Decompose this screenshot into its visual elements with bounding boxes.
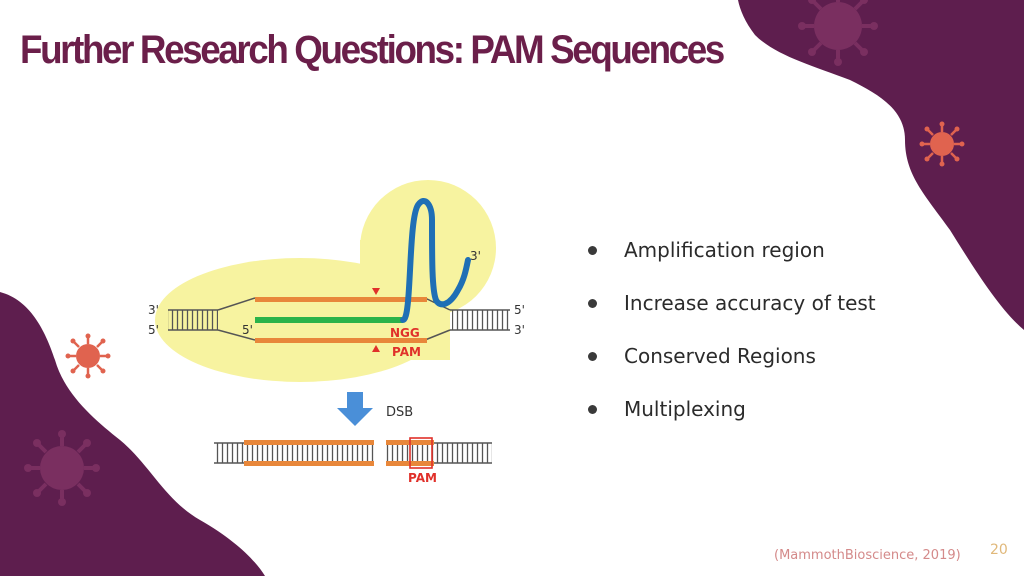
label-ngg: NGG: [390, 326, 420, 340]
virus-icon: [24, 430, 100, 506]
cas-complex: [155, 180, 496, 382]
bullet-item: Multiplexing: [584, 391, 876, 444]
bottom-left-blob: [0, 292, 265, 576]
virus-icon: [798, 0, 878, 66]
dna-left: [168, 297, 256, 341]
label-dsb: DSB: [386, 405, 413, 420]
guide-hairpin: [400, 198, 471, 323]
dna-right: [424, 297, 510, 341]
virus-icon: [65, 333, 111, 379]
label-5prime-right: 5': [514, 303, 525, 317]
guide-rna: [255, 317, 403, 323]
cut-marker-top: [372, 288, 380, 295]
bullet-list: Amplification region Increase accuracy o…: [584, 232, 876, 444]
cleaved-dna: [214, 437, 492, 469]
label-pam-bottom: PAM: [408, 471, 437, 485]
label-3prime-hairpin: 3': [470, 249, 481, 263]
label-pam: PAM: [392, 345, 421, 359]
pam-diagram: 3' 5' 5' 3' 5' 3' NGG PAM DSB PAM: [148, 180, 525, 485]
citation: (MammothBioscience, 2019): [774, 548, 961, 563]
slide-number: 20: [990, 542, 1008, 558]
label-3prime-right: 3': [514, 323, 525, 337]
bullet-item: Amplification region: [584, 232, 876, 285]
top-right-blob: [738, 0, 1024, 330]
virus-icon: [919, 121, 965, 167]
bullet-item: Conserved Regions: [584, 338, 876, 391]
bullet-item: Increase accuracy of test: [584, 285, 876, 338]
label-3prime-left: 3': [148, 303, 159, 317]
pam-box: [409, 437, 433, 469]
label-5prime-inner: 5': [242, 323, 253, 337]
slide-title: Further Research Questions: PAM Sequence…: [20, 28, 725, 72]
dsb-arrow: [337, 392, 373, 426]
dna-strand-top: [255, 297, 427, 302]
label-5prime-left: 5': [148, 323, 159, 337]
cut-marker-bottom: [372, 345, 380, 352]
dna-strand-bottom: [255, 338, 427, 343]
